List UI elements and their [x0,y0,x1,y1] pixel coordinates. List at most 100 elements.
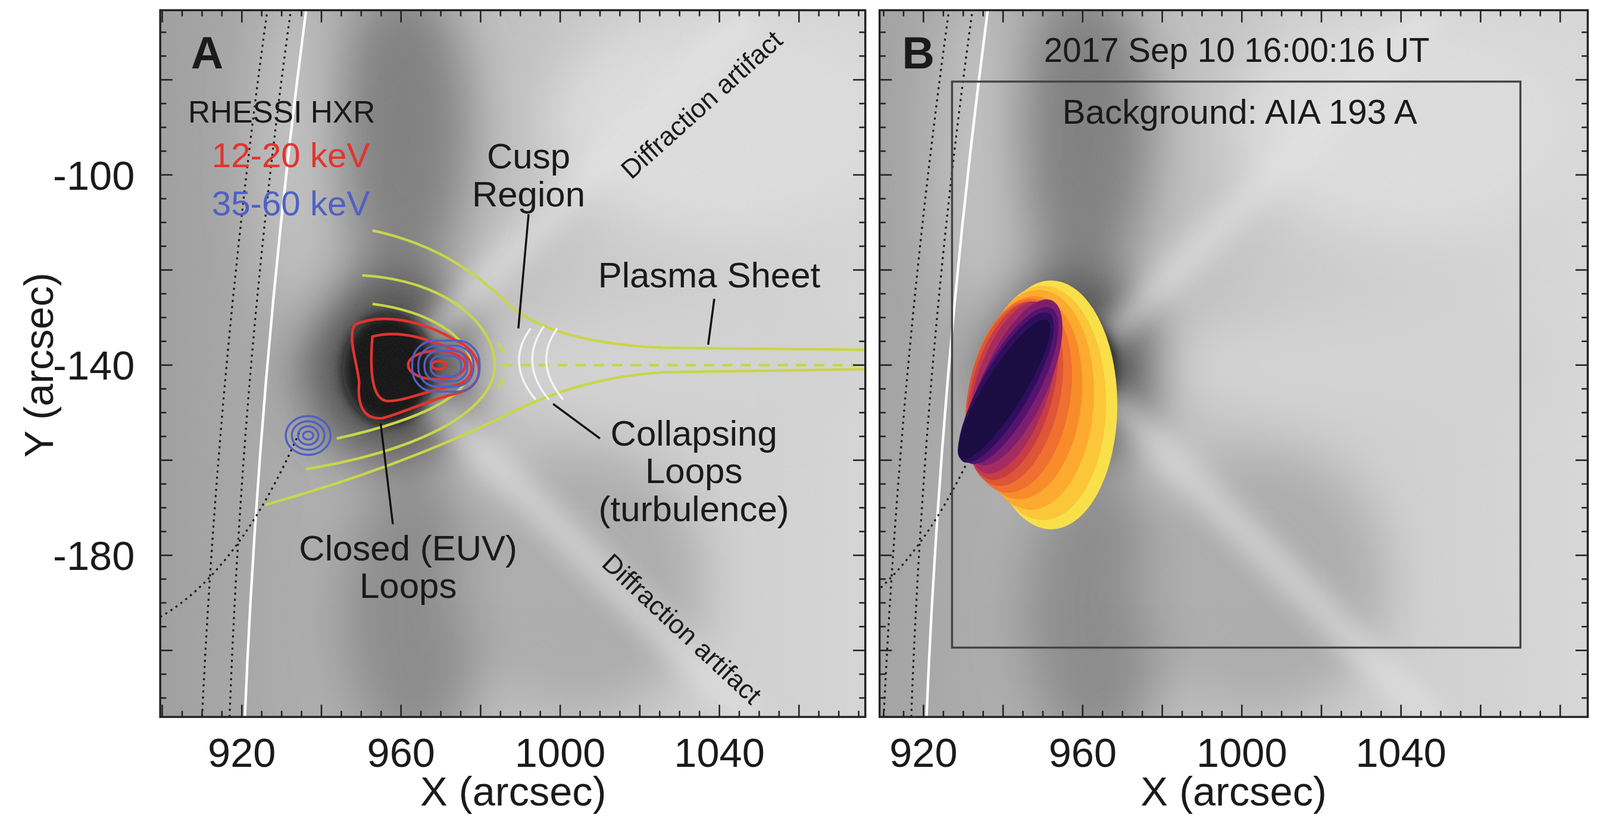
tick-label: 1040 [673,731,765,775]
axis-tick [798,10,800,23]
axis-tick [1002,10,1005,23]
panel-letter: B [902,29,935,77]
annotation: Cusp Region [447,138,611,214]
tick-label: -100 [52,154,135,198]
leader-line [708,298,715,345]
leader-line [380,423,393,525]
field-lines [265,230,866,505]
axis-tick [879,79,893,81]
axis-tick [639,10,642,23]
timestamp-anchor: 2017 Sep 10 16:00:16 UT [1044,33,1430,69]
annotation: Closed (EUV) Loops [280,529,536,605]
axis-tick [879,174,893,177]
axis-title-anchor: X (arcsec) [420,770,606,814]
panel-letter-anchor: A [191,29,224,77]
axis-tick [1479,705,1482,718]
panel-frame [879,10,1589,718]
axis-tick [1161,10,1164,23]
axis-tick [1241,705,1243,718]
legend-entry-anchor: 12-20 keV [211,138,371,175]
inset-box [951,81,1521,648]
tick-label: 1040 [1355,731,1447,775]
sheet-dashed [501,363,865,367]
panel-a-image [160,10,866,718]
axis-tick [1002,705,1005,718]
axis-title: X (arcsec) [1140,770,1327,814]
source-blob [944,310,1065,470]
contour [430,355,461,377]
axis-tick [852,174,866,177]
axis-tick [1400,10,1402,23]
axis-tick [718,705,721,718]
axis-title: Y (arcsec) [17,272,61,458]
axis-tick [1575,554,1589,557]
contour [291,421,325,450]
contour [351,319,479,419]
tick-label-anchor: 920 [207,731,276,775]
tick-label: 1000 [514,731,606,775]
panel-b-image [879,10,1589,718]
axis-tick [852,554,866,557]
tick-label-anchor: 960 [367,731,436,775]
axis-tick [160,269,173,272]
contour [408,351,466,380]
leader-line [552,404,600,439]
timestamp: 2017 Sep 10 16:00:16 UT [1044,33,1430,69]
axis-tick [852,364,866,367]
annotation: Collapsing Loops (turbulence) [591,415,796,528]
axis-tick [1559,10,1562,23]
axis-tick [400,705,402,718]
axis-tick [400,10,402,23]
panel-b-background [879,10,1589,718]
tick-label: 960 [367,731,436,775]
tick-label-anchor: 1000 [1196,731,1288,775]
annotation-anchor: Closed (EUV) Loops [280,529,536,605]
axis-tick [1575,79,1589,81]
axis-tick [798,705,800,718]
axis-tick [1575,650,1589,652]
annotation-anchor: Plasma Sheet [598,256,821,295]
axis-tick [160,174,173,177]
axis-tick [559,705,562,718]
axis-tick [479,705,482,718]
axis-tick [320,10,323,23]
axis-tick [1082,10,1084,23]
contour [302,431,314,440]
axis-tick [718,10,721,23]
field-dash [498,342,505,388]
panel-a-background [160,10,866,718]
contour [431,361,446,370]
axis-tick [241,705,243,718]
axis-tick [320,705,323,718]
tick-label: -180 [52,534,135,578]
axis-tick [1241,10,1243,23]
panel-letter-anchor: B [902,29,935,77]
axis-tick [879,459,893,462]
axis-tick [1575,364,1589,367]
contour [418,345,474,387]
legend-title-anchor: RHESSI HXR [188,96,375,129]
tick-label-anchor: -180 [52,534,135,578]
axis-tick [852,650,866,652]
axis-tick [852,79,866,81]
axis-tick [1161,705,1164,718]
field-line [305,275,495,470]
axis-tick [639,705,642,718]
legend-entry: 35-60 keV [211,185,371,223]
source-blob [942,301,1071,475]
axis-tick [879,269,893,272]
axis-tick [479,10,482,23]
axis-tick [1559,705,1562,718]
tick-label-anchor: 920 [889,731,958,775]
background-note: Background: AIA 193 A [1062,94,1418,131]
axis-tick [160,554,173,557]
collapsing-loops [519,326,564,400]
tick-label-anchor: 1040 [673,731,765,775]
contour [285,416,331,455]
axis-tick [1575,269,1589,272]
contour [412,341,480,393]
tick-label: 960 [1048,731,1117,775]
axis-tick [161,10,164,23]
hxr-contours-low [351,319,479,419]
axis-title: X (arcsec) [420,770,606,814]
